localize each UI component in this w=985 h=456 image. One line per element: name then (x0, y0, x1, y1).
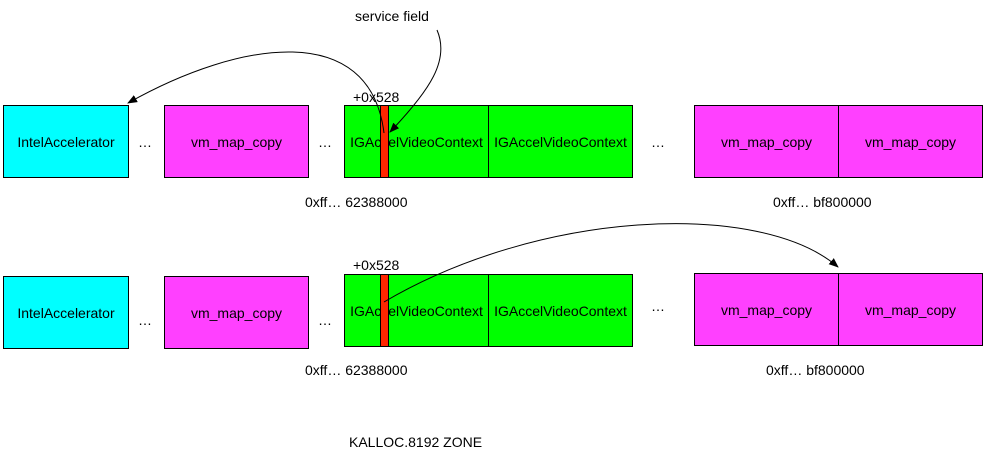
zone-label: KALLOC.8192 ZONE (349, 434, 483, 450)
service-field-annotation: service field (355, 8, 429, 24)
vm-map-copy-block-row1-a: vm_map_copy (164, 105, 309, 178)
ellipsis-row2-a: … (138, 312, 152, 328)
vm-map-copy-block-row2-c: vm_map_copy (838, 273, 983, 346)
vm-map-copy-block-row1-b: vm_map_copy (694, 105, 839, 178)
ig-accel-video-context-label: IGAccelVideoContext (494, 302, 627, 319)
address-label-row2-a: 0xff… 62388000 (305, 362, 408, 378)
offset-label-row2: +0x528 (353, 257, 400, 273)
ellipsis-row2-b: … (318, 312, 332, 328)
ig-accel-video-context-block-row1-b: IGAccelVideoContext (488, 105, 633, 178)
service-field-marker-row1 (380, 105, 389, 178)
vm-map-copy-block-row1-c: vm_map_copy (838, 105, 983, 178)
address-label-row2-b: 0xff… bf800000 (766, 362, 865, 378)
ig-accel-video-context-block-row1-a: IGAccelVideoContext (344, 105, 489, 178)
address-label-row1-b: 0xff… bf800000 (773, 194, 872, 210)
address-label-row1-a: 0xff… 62388000 (305, 194, 408, 210)
ig-accel-video-context-block-row2-a: IGAccelVideoContext (344, 274, 489, 347)
ig-accel-video-context-label: IGAccelVideoContext (350, 302, 483, 319)
intel-accelerator-block-row1: IntelAccelerator (3, 105, 129, 178)
offset-label-row1: +0x528 (353, 89, 400, 105)
ellipsis-row2-c: … (651, 298, 665, 314)
ellipsis-row1-b: … (318, 134, 332, 150)
ig-accel-video-context-block-row2-b: IGAccelVideoContext (488, 274, 633, 347)
service-field-marker-row2 (380, 274, 389, 347)
intel-accelerator-block-row2: IntelAccelerator (3, 276, 129, 349)
vm-map-copy-block-row2-a: vm_map_copy (164, 276, 309, 349)
vm-map-copy-block-row2-b: vm_map_copy (694, 273, 839, 346)
ig-accel-video-context-label: IGAccelVideoContext (494, 133, 627, 150)
ig-accel-video-context-label: IGAccelVideoContext (350, 133, 483, 150)
ellipsis-row1-a: … (138, 134, 152, 150)
ellipsis-row1-c: … (651, 134, 665, 150)
